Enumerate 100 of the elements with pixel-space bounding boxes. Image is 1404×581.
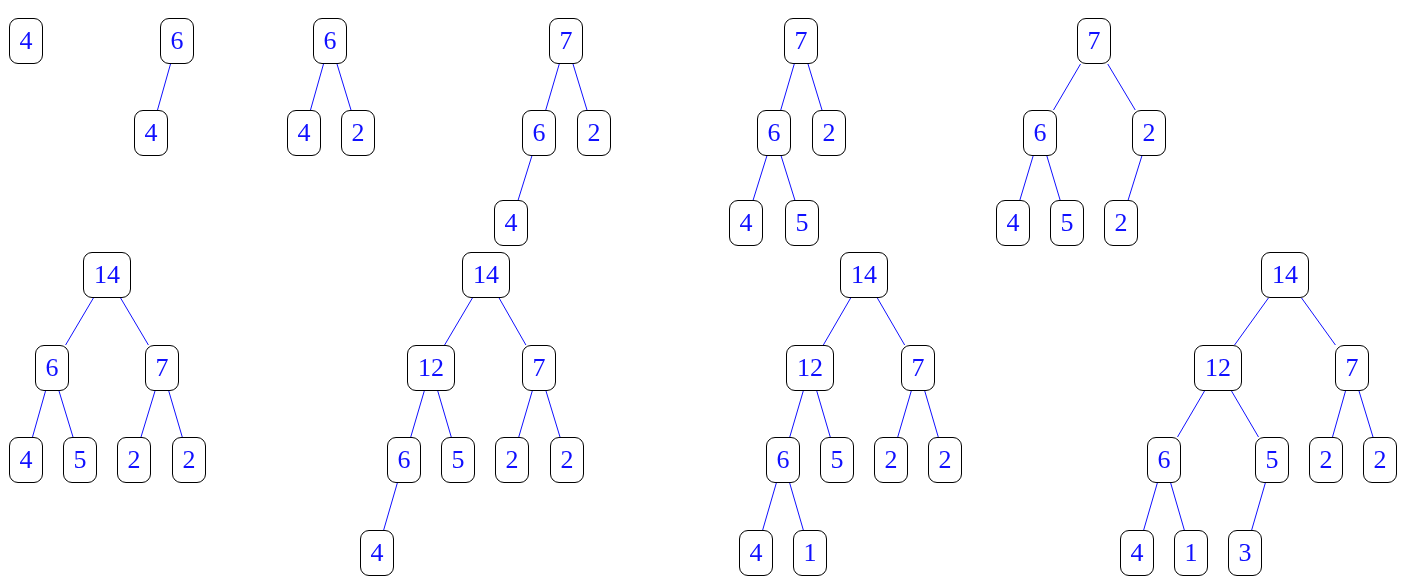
tree-node: 4 [996,200,1030,246]
tree-edge [1231,390,1259,438]
tree-edge [444,297,473,346]
tree-node: 6 [160,18,194,64]
tree-node: 4 [9,18,43,64]
tree-edge [518,390,533,438]
tree-node: 7 [1335,345,1369,391]
tree-edge [58,390,74,438]
tree-node: 6 [313,18,347,64]
tree-edge [1234,297,1269,346]
tree-node: 5 [1255,437,1289,483]
tree-node: 14 [462,252,510,298]
tree-node: 5 [1050,200,1084,246]
tree-node: 5 [441,437,475,483]
tree-node: 14 [840,252,888,298]
tree-node: 4 [360,530,394,576]
tree-edge [1358,390,1374,438]
tree-edge [897,390,912,438]
tree-node: 2 [1363,437,1397,483]
tree-edge [1301,297,1336,346]
tree-edge [437,390,452,438]
tree-edge [383,482,398,531]
tree-edge [140,390,156,438]
tree-node: 2 [117,437,151,483]
tree-node: 4 [729,200,763,246]
tree-node: 7 [784,18,818,64]
tree-edge [924,390,939,438]
tree-node: 2 [928,437,962,483]
tree-edge [32,390,46,438]
tree-node: 14 [83,252,131,298]
tree-node: 6 [35,345,69,391]
tree-edge [120,297,149,346]
tree-edge [1143,482,1158,531]
tree-edge [310,63,324,111]
tree-node: 2 [1309,437,1343,483]
tree-edge [807,63,823,111]
tree-edge [1251,482,1266,531]
tree-node: 2 [550,437,584,483]
tree-node: 4 [1120,530,1154,576]
tree-node: 4 [134,110,168,156]
tree-node: 6 [1023,110,1057,156]
tree-node: 2 [577,110,611,156]
tree-edge [780,155,796,201]
tree-edge [789,482,804,531]
tree-edge [1332,390,1346,438]
tree-node: 7 [145,345,179,391]
tree-node: 2 [874,437,908,483]
tree-node: 5 [785,200,819,246]
tree-node: 6 [387,437,421,483]
tree-node: 1 [793,530,827,576]
tree-edge [498,297,527,346]
tree-node: 2 [172,437,206,483]
tree-node: 1 [1174,530,1208,576]
tree-node: 6 [757,110,791,156]
tree-node: 2 [341,110,375,156]
tree-node: 4 [287,110,321,156]
tree-node: 4 [739,530,773,576]
tree-edge [752,155,768,201]
tree-node: 7 [1077,18,1111,64]
tree-edge [65,297,94,346]
tree-node: 5 [820,437,854,483]
tree-node: 2 [1132,110,1166,156]
tree-node: 3 [1228,530,1262,576]
tree-node: 12 [1194,345,1242,391]
tree-edge [822,297,852,346]
tree-edge [1019,155,1034,201]
tree-node: 6 [1147,437,1181,483]
tree-node: 7 [901,345,935,391]
tree-node: 4 [494,200,528,246]
tree-edge [168,390,183,438]
tree-node: 7 [549,18,583,64]
tree-node: 12 [407,345,455,391]
tree-edge [1046,155,1061,201]
tree-node: 14 [1261,252,1309,298]
tree-edge [780,63,795,111]
tree-node: 2 [1104,200,1138,246]
tree-edge [572,63,588,111]
tree-edge [336,63,352,111]
tree-node: 5 [63,437,97,483]
tree-edge [1053,63,1081,111]
tree-edge [410,390,425,438]
tree-edge [789,390,804,438]
tree-edge [876,297,906,346]
tree-edge [1170,482,1185,531]
tree-node: 12 [786,345,834,391]
tree-node: 6 [766,437,800,483]
tree-edge [545,390,561,438]
tree-edge [517,155,533,201]
tree-node: 4 [9,437,43,483]
tree-edge [545,63,560,111]
tree-node: 2 [495,437,529,483]
tree-edge [1127,155,1143,201]
tree-node: 6 [522,110,556,156]
tree-edge [1177,390,1205,438]
tree-node: 2 [812,110,846,156]
tree-edge [816,390,831,438]
tree-edge [157,63,171,111]
tree-edge [1107,63,1136,111]
tree-node: 7 [522,345,556,391]
tree-edge [762,482,777,531]
